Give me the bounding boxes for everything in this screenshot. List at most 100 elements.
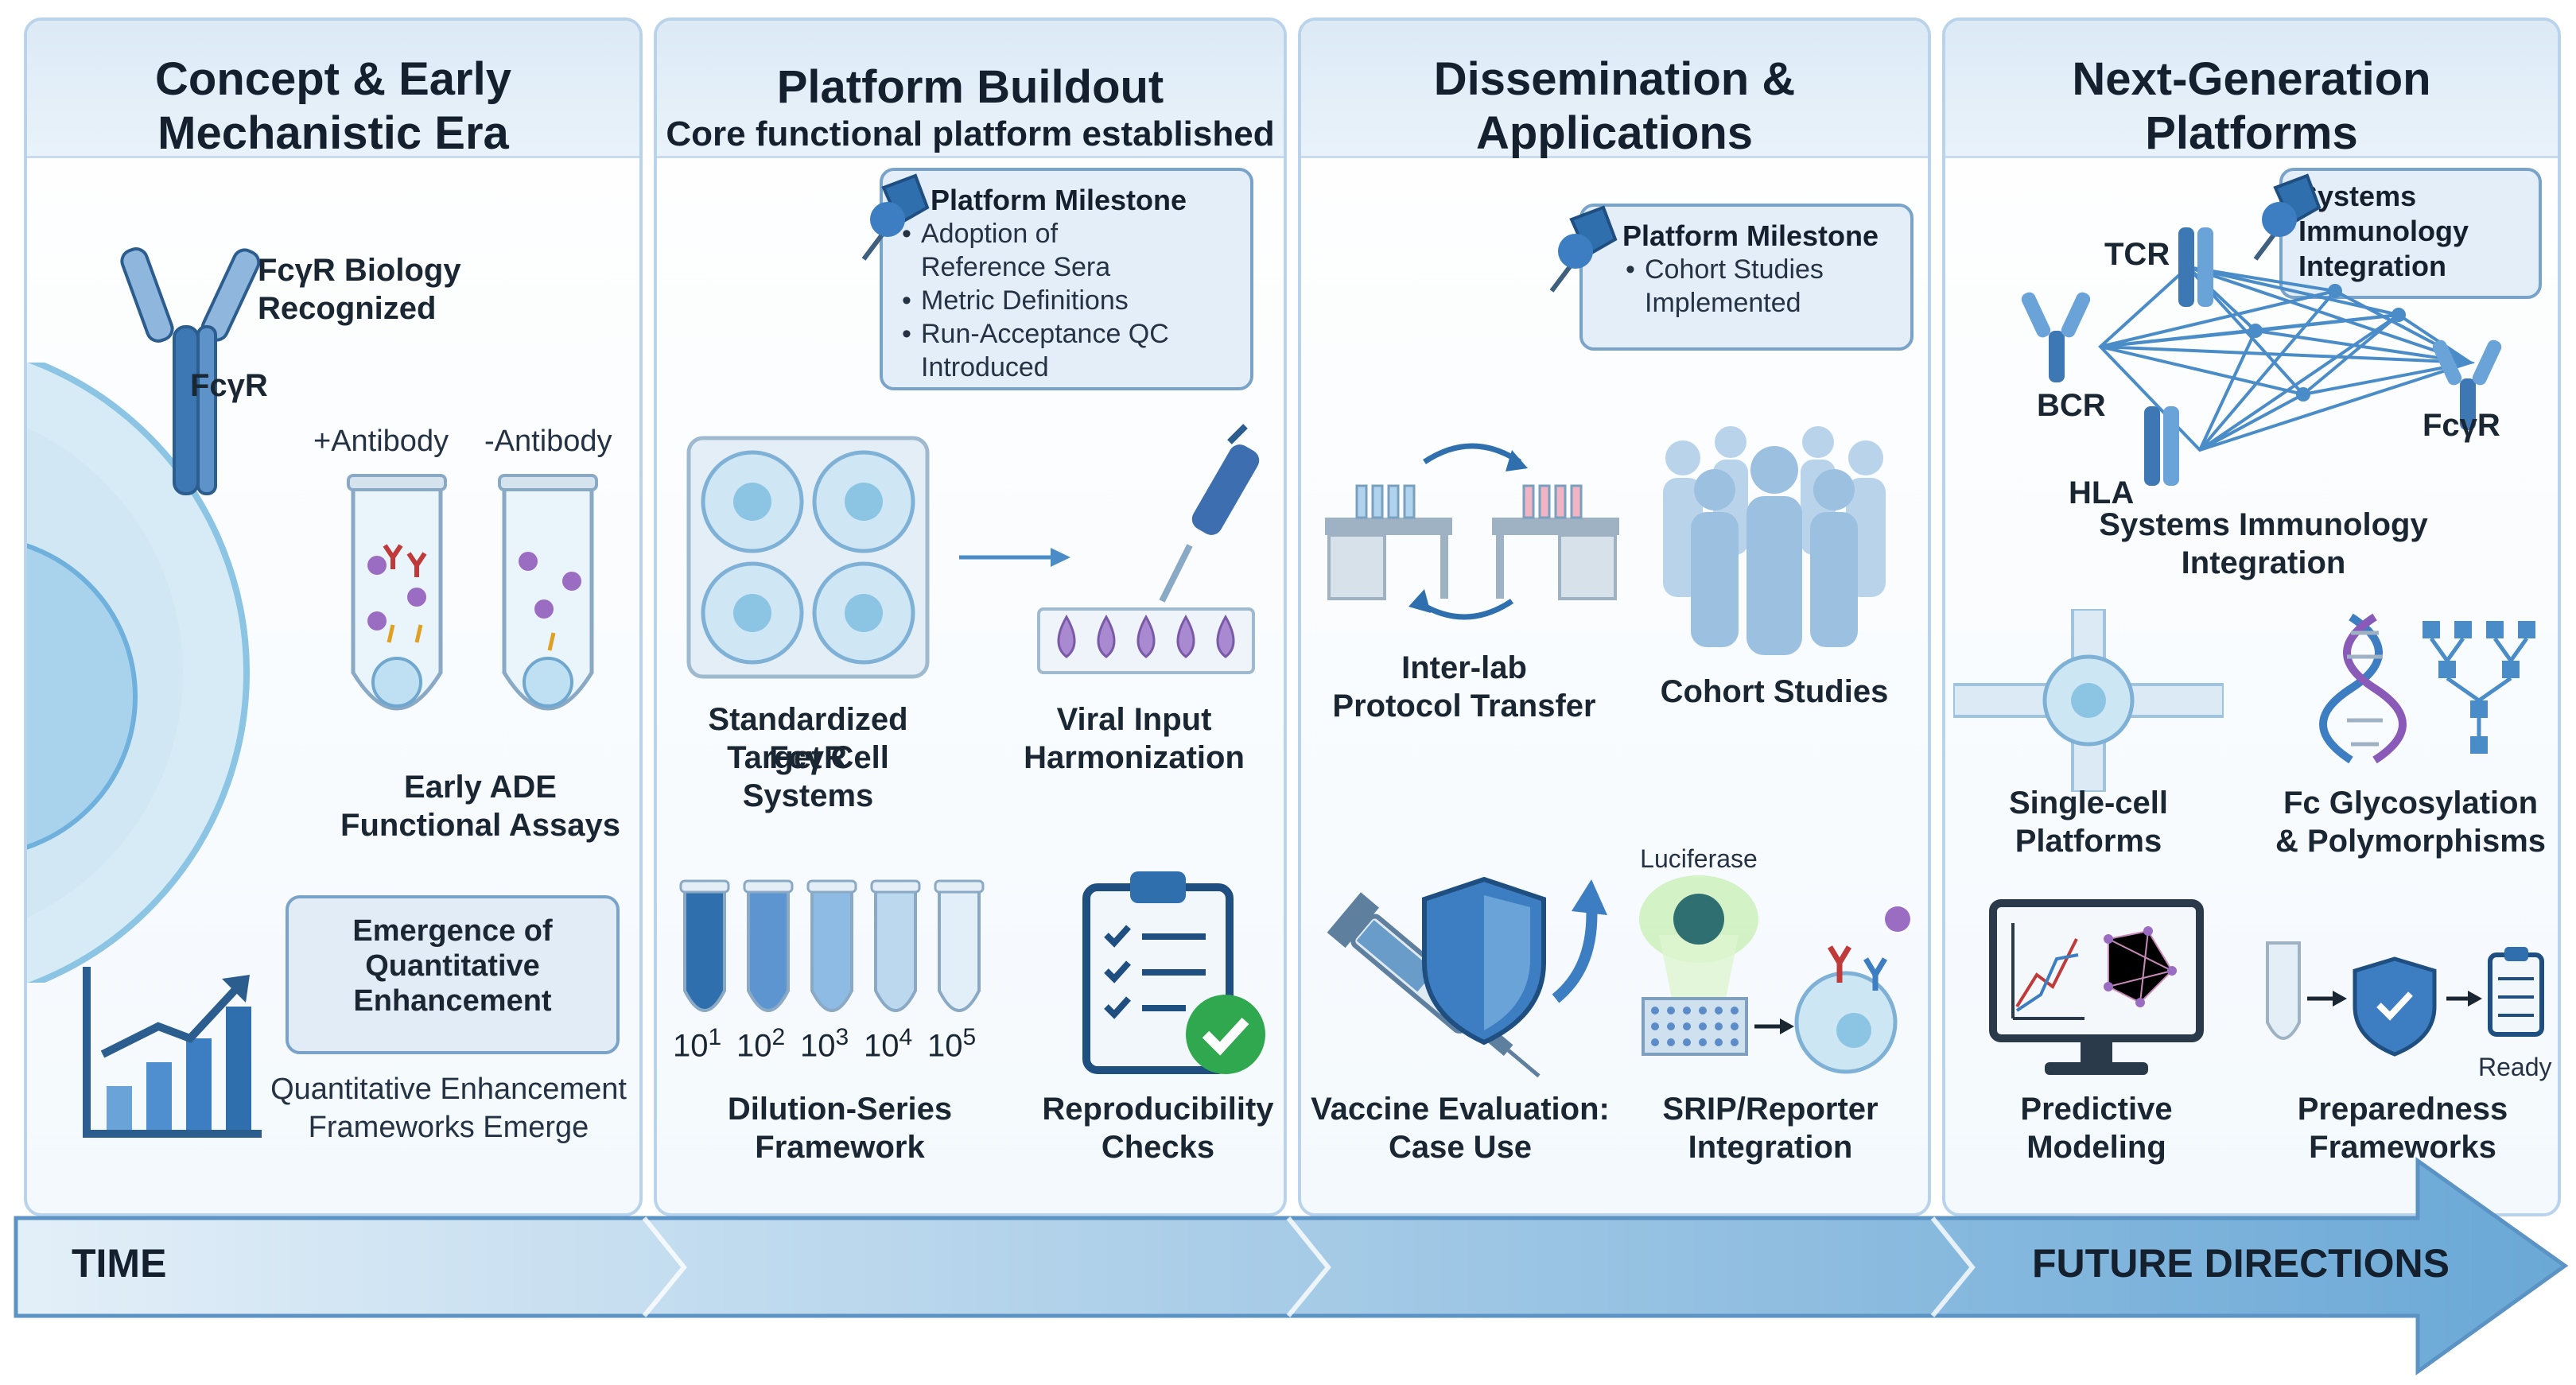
panel-concept-era: Concept & Early Mechanistic Era FcγR Bio… <box>24 17 643 1216</box>
milestone-item-3-cont: Introduced <box>921 352 1049 382</box>
dilution-label-3: 103 <box>800 1024 849 1064</box>
vaccine-line1: Vaccine Evaluation: <box>1311 1092 1610 1127</box>
framework-line1: Quantitative Enhancement <box>270 1073 627 1106</box>
clipboard-check-icon <box>1082 871 1265 1074</box>
platform-milestone-callout: Platform Milestone Adoption of Reference… <box>880 168 1253 390</box>
predictive-monitor-icon <box>1989 899 2204 1075</box>
milestone-item-1: Adoption of <box>899 217 1234 250</box>
well-plate-icon <box>686 436 930 679</box>
panel-next-generation: Next-Generation Platforms Systems Immuno… <box>1942 17 2561 1216</box>
dilution-label-2: 102 <box>736 1024 786 1064</box>
callout-line1: Systems <box>2298 180 2417 212</box>
cohort-label: Cohort Studies <box>1660 674 1889 709</box>
tube-plus-antibody-label: +Antibody <box>313 425 449 458</box>
quantitative-enhancement-callout: Emergence of Quantitative Enhancement <box>286 895 620 1054</box>
milestone-item: Cohort Studies <box>1599 253 1894 286</box>
immune-network-icon <box>2098 263 2476 452</box>
fcgr-network-label: FcγR <box>2423 408 2500 443</box>
panel-title-line1: Next-Generation <box>2072 53 2431 105</box>
callout-line2: Quantitative <box>365 949 540 983</box>
srip-line2: Integration <box>1688 1130 1853 1165</box>
fcgr-receptor-icon <box>120 247 261 495</box>
dilution-tubes-icon <box>679 879 985 1012</box>
cell-illustration <box>27 363 250 983</box>
glyco-line1: Fc Glycosylation <box>2283 786 2539 821</box>
repro-line2: Checks <box>1101 1130 1215 1165</box>
milestone-item-1-cont: Reference Sera <box>921 252 1111 282</box>
dilution-label-1: 101 <box>673 1024 722 1064</box>
milestone-item-2: Metric Definitions <box>899 284 1234 317</box>
panel-title-line2: Applications <box>1475 107 1754 159</box>
pushpin-icon <box>2253 173 2322 261</box>
network-line2: Integration <box>2181 545 2346 580</box>
callout-line1: Emergence of <box>352 914 553 948</box>
dilution-line2: Framework <box>755 1130 925 1165</box>
milestone-title: Platform Milestone <box>1622 219 1879 252</box>
callout-line3: Integration <box>2298 250 2446 282</box>
milestone-title: Platform Milestone <box>931 184 1187 216</box>
cohort-people-icon <box>1663 426 1886 655</box>
dilution-label-5: 105 <box>927 1024 977 1064</box>
panel-title-line1: Concept & Early <box>155 53 511 105</box>
dna-glycan-icon <box>2319 613 2535 764</box>
panel-header <box>657 21 1284 158</box>
framework-line2: Frameworks Emerge <box>308 1111 589 1144</box>
ready-label: Ready <box>2478 1053 2552 1081</box>
early-ade-line1: Early ADE <box>404 770 557 805</box>
lab-bench-transfer-icon <box>1325 443 1619 620</box>
prep-line1: Preparedness <box>2297 1092 2508 1127</box>
fcgr-biology-line2: Recognized <box>258 291 437 326</box>
timeline-end-label: FUTURE DIRECTIONS <box>2032 1241 2450 1286</box>
single-cell-icon <box>1953 609 2224 792</box>
cells-line3: Systems <box>742 778 874 813</box>
pushpin-icon <box>861 173 930 261</box>
assay-tubes-icon <box>347 474 598 711</box>
vaccine-line2: Case Use <box>1388 1130 1533 1165</box>
panel-title-line1: Dissemination & <box>1433 53 1796 105</box>
arrow-right-icon <box>959 548 1070 567</box>
viral-line1: Viral Input <box>1056 702 1212 737</box>
prep-line2: Frameworks <box>2309 1130 2496 1165</box>
milestone-item-cont: Implemented <box>1645 288 1801 318</box>
callout-line2: Immunology <box>2298 215 2469 247</box>
fcgr-network-icon <box>2432 339 2502 430</box>
fcgr-biology-line1: FcγR Biology <box>258 253 461 288</box>
dilution-label-4: 104 <box>864 1024 913 1064</box>
bar-growth-icon <box>83 967 262 1138</box>
glyco-line2: & Polymorphisms <box>2275 824 2547 859</box>
singlecell-line1: Single-cell <box>2008 786 2169 821</box>
platform-milestone-callout: Platform Milestone Cohort Studies Implem… <box>1579 204 1914 351</box>
pipette-droplets-icon <box>1037 424 1260 674</box>
timeline-arrow <box>14 1157 2569 1375</box>
panel-header <box>27 21 639 158</box>
singlecell-line2: Platforms <box>2015 824 2162 859</box>
predictive-line2: Modeling <box>2026 1130 2166 1165</box>
network-line1: Systems Immunology <box>2099 507 2428 542</box>
milestone-item-3: Run-Acceptance QC <box>899 317 1234 351</box>
cells-line1: Standardized FcγR <box>708 702 908 775</box>
bcr-label: BCR <box>2037 388 2106 423</box>
hla-icon <box>2144 406 2179 486</box>
dilution-line1: Dilution-Series <box>727 1092 953 1127</box>
tube-minus-antibody-label: -Antibody <box>484 425 612 458</box>
luciferase-label: Luciferase <box>1640 844 1758 873</box>
viral-line2: Harmonization <box>1024 740 1245 775</box>
vaccine-shield-icon <box>1327 876 1607 1078</box>
transfer-line1: Inter-lab <box>1401 650 1527 685</box>
preparedness-flow-icon <box>2266 941 2544 1057</box>
tcr-label: TCR <box>2104 237 2170 272</box>
panel-title-line2: Mechanistic Era <box>157 107 509 159</box>
srip-line1: SRIP/Reporter <box>1662 1092 1879 1127</box>
pushpin-icon <box>1549 205 1618 293</box>
callout-line3: Enhancement <box>353 984 552 1018</box>
panel-platform-buildout: Platform Buildout Core functional platfo… <box>654 17 1287 1216</box>
timeline-start-label: TIME <box>72 1241 167 1286</box>
predictive-line1: Predictive <box>2020 1092 2173 1127</box>
repro-line1: Reproducibility <box>1042 1092 1274 1127</box>
panel-header <box>1945 21 2558 158</box>
cells-line2: Target Cell <box>727 740 889 775</box>
panel-title: Platform Buildout <box>776 61 1164 113</box>
hla-label: HLA <box>2069 475 2135 510</box>
panel-dissemination: Dissemination & Applications Platform Mi… <box>1298 17 1931 1216</box>
fcgr-label: FcγR <box>190 368 268 403</box>
